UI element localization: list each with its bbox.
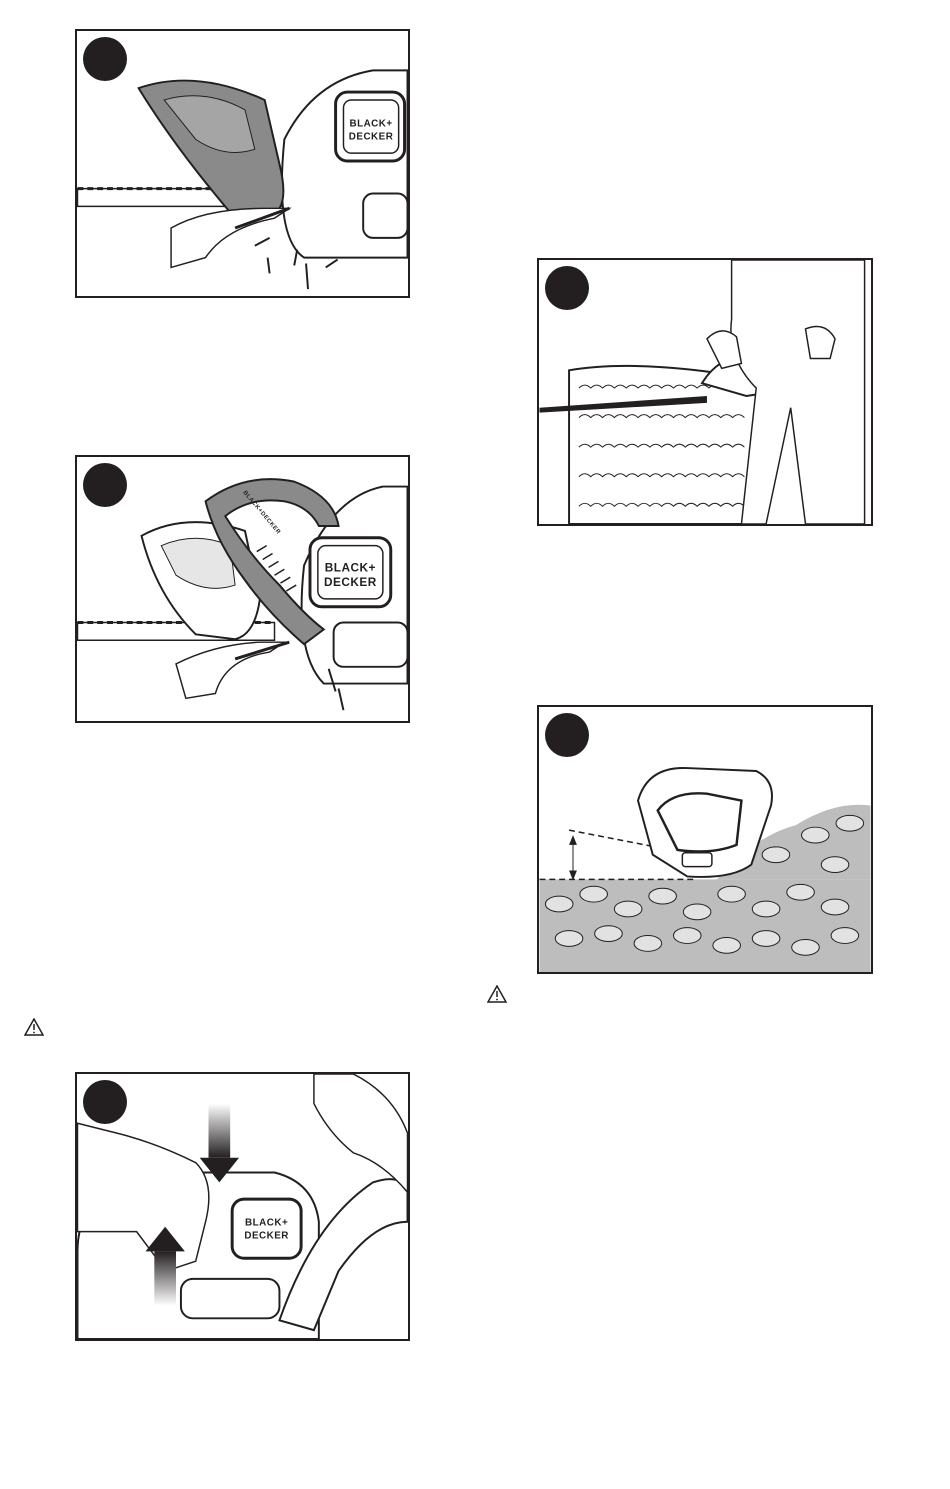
hedge-angle-illustration [539,707,871,972]
figure-hedge-angle [537,705,873,974]
figure-number-badge [545,266,589,310]
figure-number-badge [83,463,127,507]
brand-logo-text-line2: DECKER [349,131,394,142]
figure-guard-removal: BLACK+ DECKER [75,29,410,298]
guard-removal-illustration: BLACK+ DECKER [77,31,408,296]
figure-number-badge [545,713,589,757]
handle-attachment-illustration: BLACK+ DECKER BLACK+DECKER [77,457,408,721]
figure-number-badge [83,1080,127,1124]
brand-logo-text-line1: BLACK+ [245,1218,288,1229]
brand-logo-text-line1: BLACK+ [349,119,392,130]
figure-number-badge [83,37,127,81]
figure-handle-attachment: BLACK+ DECKER BLACK+DECKER [75,455,410,723]
brand-logo-text-line2: DECKER [244,1231,289,1242]
brand-logo-text-line2: DECKER [324,575,377,589]
trimming-hedge-illustration [539,260,871,524]
figure-trimming-hedge [537,258,873,526]
brand-logo-text-line1: BLACK+ [325,560,376,574]
warning-triangle-icon [487,985,507,1003]
switch-operation-illustration: BLACK+ DECKER [77,1074,408,1339]
warning-triangle-icon [24,1018,44,1036]
figure-switch-operation: BLACK+ DECKER [75,1072,410,1341]
